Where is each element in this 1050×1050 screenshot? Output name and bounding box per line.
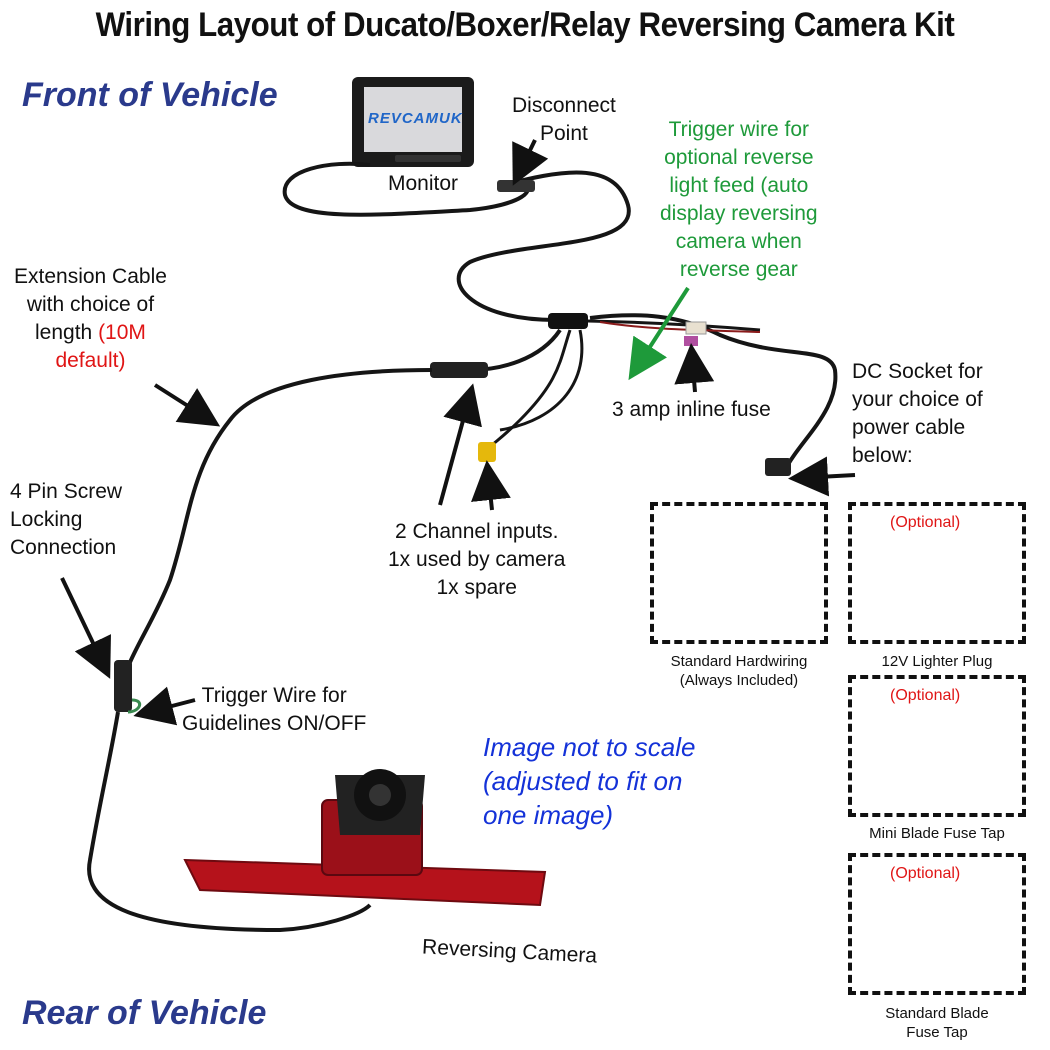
dc-socket-label: DC Socket for your choice of power cable…: [852, 360, 983, 467]
not-to-scale-note: Image not to scale (adjusted to fit on o…: [483, 732, 696, 830]
mini-blade-option-box: (Optional): [848, 675, 1026, 817]
lighter-plug-option-box: (Optional): [848, 502, 1026, 644]
standard-blade-caption: Standard Blade Fuse Tap: [885, 1005, 989, 1041]
hardwiring-option-box: [650, 502, 828, 644]
optional-badge: (Optional): [890, 514, 961, 531]
pin-screw-label: 4 Pin Screw Locking Connection: [10, 480, 123, 559]
pin-screw-connector: [114, 660, 132, 712]
power-cable: [589, 313, 838, 471]
rear-of-vehicle-label: Rear of Vehicle: [22, 994, 267, 1032]
disconnect-connector: [497, 180, 535, 192]
mini-blade-caption: Mini Blade Fuse Tap: [869, 825, 1005, 842]
camera-cable: [87, 711, 372, 933]
reversing-camera-device: [183, 769, 547, 907]
extension-cable-label: Extension Cable with choice of length (1…: [14, 265, 167, 372]
fuse-holder: [684, 336, 698, 346]
channel-inputs-label: 2 Channel inputs. 1x used by camera 1x s…: [388, 520, 566, 599]
hardwiring-caption: Standard Hardwiring (Always Included): [670, 653, 808, 689]
monitor-device: [352, 77, 474, 167]
dc-socket: [765, 458, 791, 476]
monitor-cable: [282, 161, 530, 217]
optional-badge: (Optional): [890, 865, 961, 882]
disconnect-label: Disconnect Point: [512, 94, 616, 145]
monitor-label: Monitor: [388, 172, 459, 195]
lighter-plug-caption: 12V Lighter Plug: [881, 653, 993, 670]
front-of-vehicle-label: Front of Vehicle: [22, 76, 278, 114]
rca-input: [478, 442, 496, 462]
extension-cable: [120, 368, 433, 691]
optional-badge: (Optional): [890, 687, 961, 704]
page-title: Wiring Layout of Ducato/Boxer/Relay Reve…: [95, 6, 955, 44]
monitor-brand: REVCAMUK: [368, 110, 463, 127]
harness-junction: [548, 313, 588, 329]
trigger-guidelines-label: Trigger Wire for Guidelines ON/OFF: [182, 684, 367, 735]
monitor-harness-cable: [456, 170, 631, 322]
fuse-label: 3 amp inline fuse: [612, 398, 771, 421]
trigger-reverse-label: Trigger wire for optional reverse light …: [660, 118, 818, 281]
standard-blade-option-box: (Optional): [848, 853, 1026, 995]
extension-connector: [430, 362, 488, 378]
inline-fuse: [685, 321, 707, 335]
